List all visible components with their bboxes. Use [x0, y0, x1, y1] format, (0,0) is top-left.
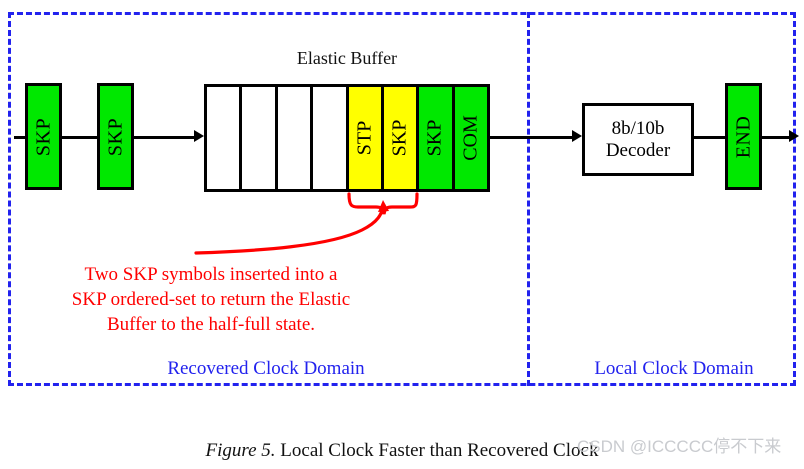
- symbol-label-end: END: [732, 115, 754, 158]
- elastic-buffer-title: Elastic Buffer: [296, 48, 398, 68]
- figure-caption: Figure 5. Local Clock Faster than Recove…: [0, 440, 804, 462]
- decoder-line-1: 8b/10b: [611, 118, 665, 140]
- buffer-cell-label-6: SKP: [388, 119, 411, 157]
- buffer-cell-3: [277, 87, 314, 189]
- buffer-cell-7-skp: SKP: [419, 87, 455, 189]
- buffer-cell-6-skp: SKP: [383, 87, 420, 189]
- wire-skp1-to-skp2: [61, 136, 98, 139]
- buffer-cell-5-stp: STP: [348, 87, 384, 189]
- symbol-label-skp-1: SKP: [32, 117, 54, 156]
- decoder-line-2: Decoder: [605, 139, 671, 161]
- buffer-cell-8-com: COM: [454, 87, 487, 189]
- clock-domain-frame: [8, 12, 796, 386]
- symbol-box-skp-2: SKP: [97, 83, 134, 190]
- arrowhead-decoder-input: [572, 130, 582, 142]
- elastic-buffer: STP SKP SKP COM: [204, 84, 490, 192]
- domain-label-local: Local Clock Domain: [594, 358, 754, 379]
- domain-label-recovered: Recovered Clock Domain: [167, 358, 365, 379]
- arrowhead-buffer-input: [194, 130, 204, 142]
- annotation-text-block: Two SKP symbols inserted into a SKP orde…: [16, 262, 406, 337]
- decoder-box: 8b/10b Decoder: [582, 103, 694, 176]
- figure-number: Figure 5.: [205, 440, 276, 461]
- watermark: CSDN @ICCCCC停不下来: [577, 437, 782, 456]
- wire-input-left: [14, 136, 26, 139]
- buffer-cell-2: [242, 87, 278, 189]
- symbol-box-end: END: [725, 83, 762, 190]
- buffer-cell-label-7: SKP: [423, 119, 446, 157]
- wire-output-right: [761, 136, 791, 139]
- annotation-line-1: Two SKP symbols inserted into a: [84, 264, 338, 285]
- symbol-box-skp-1: SKP: [25, 83, 62, 190]
- wire-skp2-to-buffer: [133, 136, 195, 139]
- buffer-cell-label-8: COM: [459, 115, 482, 161]
- symbol-label-skp-2: SKP: [104, 117, 126, 156]
- figure-caption-text: Local Clock Faster than Recovered Clock: [275, 440, 599, 461]
- buffer-cell-label-5: STP: [353, 120, 376, 156]
- annotation-line-2: SKP ordered-set to return the Elastic: [71, 289, 351, 311]
- wire-decoder-to-end: [693, 136, 726, 139]
- clock-domain-divider: [527, 12, 530, 386]
- buffer-cell-4: [313, 87, 349, 189]
- wire-buffer-to-decoder: [489, 136, 574, 139]
- annotation-line-3: Buffer to the half-full state.: [106, 314, 316, 336]
- buffer-cell-1: [207, 87, 243, 189]
- arrowhead-output: [789, 130, 799, 142]
